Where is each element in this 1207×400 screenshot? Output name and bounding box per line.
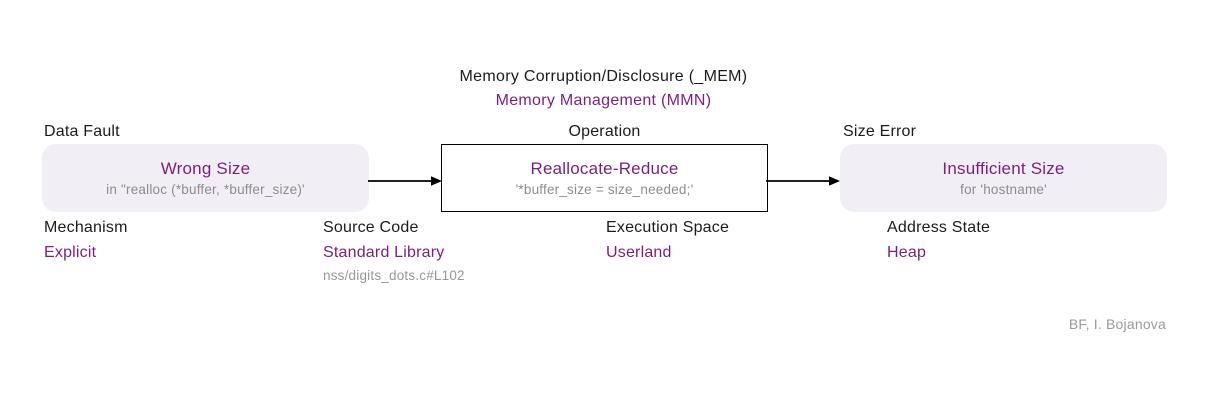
attribute-label: Address State — [887, 219, 991, 236]
diagram-title: Memory Corruption/Disclosure (_MEM) — [459, 68, 748, 85]
node-label-data-fault: Data Fault — [44, 123, 120, 140]
node-label-operation: Operation — [568, 123, 641, 140]
diagram-subtitle: Memory Management (MMN) — [495, 92, 712, 109]
node-name: Reallocate-Reduce — [530, 159, 679, 178]
attribute-label: Execution Space — [606, 219, 730, 236]
node-wrong-size: Wrong Size in "realloc (*buffer, *buffer… — [42, 144, 369, 212]
node-insufficient-size: Insufficient Size for 'hostname' — [840, 144, 1167, 212]
attribute-label: Source Code — [323, 219, 419, 236]
attribute-note: nss/digits_dots.c#L102 — [323, 268, 465, 283]
node-detail: in "realloc (*buffer, *buffer_size)' — [106, 182, 305, 197]
flow-arrow-icon — [368, 176, 442, 186]
attribute-mechanism: Mechanism Explicit — [44, 219, 128, 268]
attribute-value: Standard Library — [323, 244, 445, 261]
attribute-value: Userland — [606, 244, 672, 261]
flow-arrow-icon — [766, 176, 840, 186]
node-detail: '*buffer_size = size_needed;' — [515, 182, 694, 197]
node-detail: for 'hostname' — [960, 182, 1047, 197]
node-name: Wrong Size — [160, 159, 251, 178]
attribute-execution-space: Execution Space Userland — [606, 219, 729, 268]
attribute-source-code: Source Code Standard Library nss/digits_… — [323, 219, 465, 283]
credit-text: BF, I. Bojanova — [1068, 316, 1166, 332]
attribute-label: Mechanism — [44, 219, 128, 236]
attribute-value: Heap — [887, 244, 927, 261]
node-label-size-error: Size Error — [843, 123, 917, 140]
node-name: Insufficient Size — [942, 159, 1065, 178]
node-reallocate-reduce: Reallocate-Reduce '*buffer_size = size_n… — [441, 144, 768, 212]
attribute-value: Explicit — [44, 244, 97, 261]
attribute-address-state: Address State Heap — [887, 219, 990, 268]
